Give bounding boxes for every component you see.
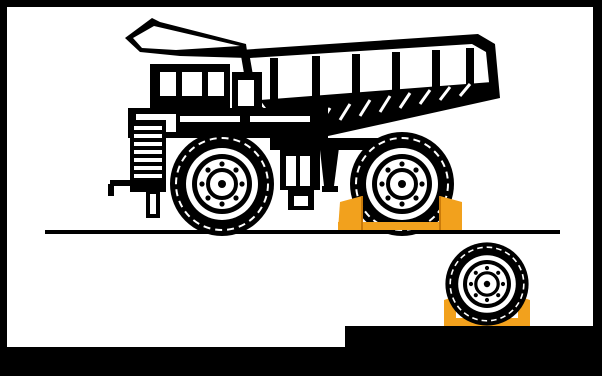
rear-wheel — [350, 132, 454, 236]
front-wheel — [170, 132, 274, 236]
ground-line — [45, 230, 560, 234]
ground-step — [345, 326, 593, 350]
